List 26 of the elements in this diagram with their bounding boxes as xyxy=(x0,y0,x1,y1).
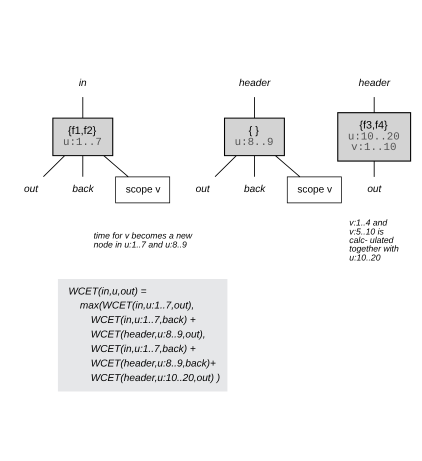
node-box: WCET(in,u,out) = max(WCET(in,u:1..7,out), WCET(in,u:1..7,back) + WCET(header,u:8..9,out), WCET(in,u:1..7,back) + WCET(header,u:8..9,back)+ WCET(header,u:10..20,out) ) xyxy=(58,278,228,391)
connector xyxy=(274,154,300,177)
connector xyxy=(374,96,375,113)
node-text: out xyxy=(196,183,210,194)
connector xyxy=(214,154,237,177)
node-box: scope v xyxy=(286,176,342,203)
node-box: {f1,f2} u:1..7 xyxy=(52,117,114,156)
node-box: {f3,f4} u:10..20 v:1..10 xyxy=(337,112,412,162)
node-text: in xyxy=(78,77,87,88)
connector xyxy=(254,96,255,118)
node-text: out xyxy=(24,183,38,194)
node-text: out xyxy=(367,183,382,194)
node-box: { } u:8..9 xyxy=(224,117,285,156)
node-box: scope v xyxy=(115,176,170,203)
node-text: header xyxy=(238,77,270,88)
node-text: back xyxy=(244,183,266,194)
connector xyxy=(374,160,375,177)
connector xyxy=(82,154,84,177)
connector xyxy=(254,154,255,177)
node-text: header xyxy=(358,77,390,88)
connector xyxy=(103,154,129,177)
node-text: back xyxy=(72,183,94,194)
label: v:1..4 and v:5..10 is calc- ulated together with u:10..20 xyxy=(349,217,399,262)
label: time for v becomes a new node in u:1..7 and u:8..9 xyxy=(94,230,192,249)
connector xyxy=(82,96,84,118)
connector xyxy=(42,154,66,177)
